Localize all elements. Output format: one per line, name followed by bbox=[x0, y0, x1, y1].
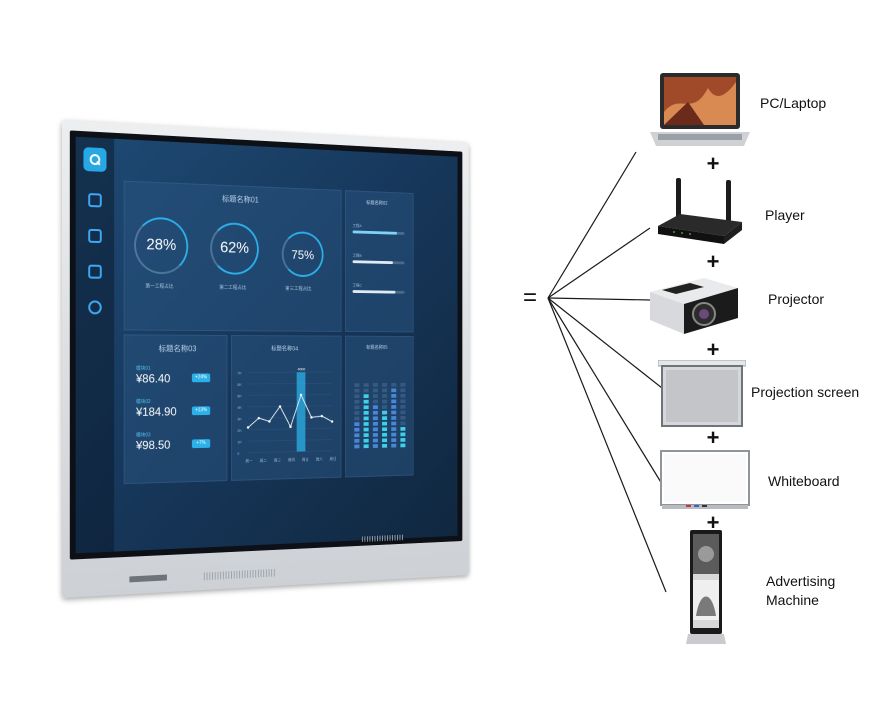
whiteboard-icon bbox=[660, 450, 750, 509]
device-label-whiteboard: Whiteboard bbox=[768, 473, 840, 489]
y-tick-label: 4K bbox=[237, 405, 242, 410]
x-tick-label: 周二 bbox=[260, 458, 267, 463]
router-icon bbox=[658, 178, 742, 244]
device-label-pc-laptop: PC/Laptop bbox=[760, 95, 827, 111]
screen-bezel: 标题名称01 28% 第一工程占比 62% 第二工程占比 75% 第三工程占比 … bbox=[69, 130, 463, 560]
connector-line bbox=[547, 297, 667, 593]
plus-sign: + bbox=[706, 249, 720, 274]
x-tick-label: 周日 bbox=[330, 456, 337, 461]
x-tick-label: 周四 bbox=[288, 457, 295, 462]
connector-line bbox=[547, 297, 663, 485]
device-label-projector: Projector bbox=[768, 291, 825, 307]
connector-line bbox=[547, 297, 651, 301]
device-label-advertising-machine: Advertising Machine bbox=[766, 573, 836, 608]
x-tick-label: 周一 bbox=[245, 458, 252, 463]
dashboard-screen: 标题名称01 28% 第一工程占比 62% 第二工程占比 75% 第三工程占比 … bbox=[75, 136, 458, 554]
plus-sign: + bbox=[706, 337, 720, 362]
x-tick-label: 周五 bbox=[302, 457, 309, 462]
device-label-projection-screen: Projection screen bbox=[751, 384, 860, 400]
kiosk-icon bbox=[686, 530, 726, 644]
device-label-player: Player bbox=[765, 207, 805, 223]
interactive-flat-panel: 标题名称01 28% 第一工程占比 62% 第二工程占比 75% 第三工程占比 … bbox=[62, 120, 469, 598]
projection-screen-icon bbox=[658, 360, 746, 427]
connector-line bbox=[547, 297, 663, 389]
plus-sign: + bbox=[706, 510, 720, 535]
x-tick-label: 周三 bbox=[274, 458, 281, 463]
connector-line bbox=[547, 227, 651, 299]
equals-sign: = bbox=[523, 284, 538, 311]
y-tick-label: 3K bbox=[237, 416, 242, 421]
y-tick-label: 0 bbox=[237, 451, 240, 456]
laptop-icon bbox=[650, 73, 750, 146]
y-tick-label: 5K bbox=[237, 393, 242, 398]
projector-icon bbox=[650, 278, 738, 334]
y-tick-label: 6K bbox=[237, 382, 242, 387]
y-tick-label: 2K bbox=[237, 428, 242, 433]
plus-sign: + bbox=[706, 425, 720, 450]
plus-sign: + bbox=[706, 151, 720, 176]
line-chart: 7K 6K 5K 4K 3K 2K 1K 0 4000 周一 周二 周三 周四 周五 周六 周日 bbox=[237, 367, 337, 464]
y-tick-label: 1K bbox=[237, 439, 242, 444]
y-tick-label: 7K bbox=[237, 370, 242, 375]
x-tick-label: 周六 bbox=[316, 457, 323, 462]
connector-line bbox=[547, 151, 637, 299]
highlight-label: 4000 bbox=[298, 367, 306, 372]
